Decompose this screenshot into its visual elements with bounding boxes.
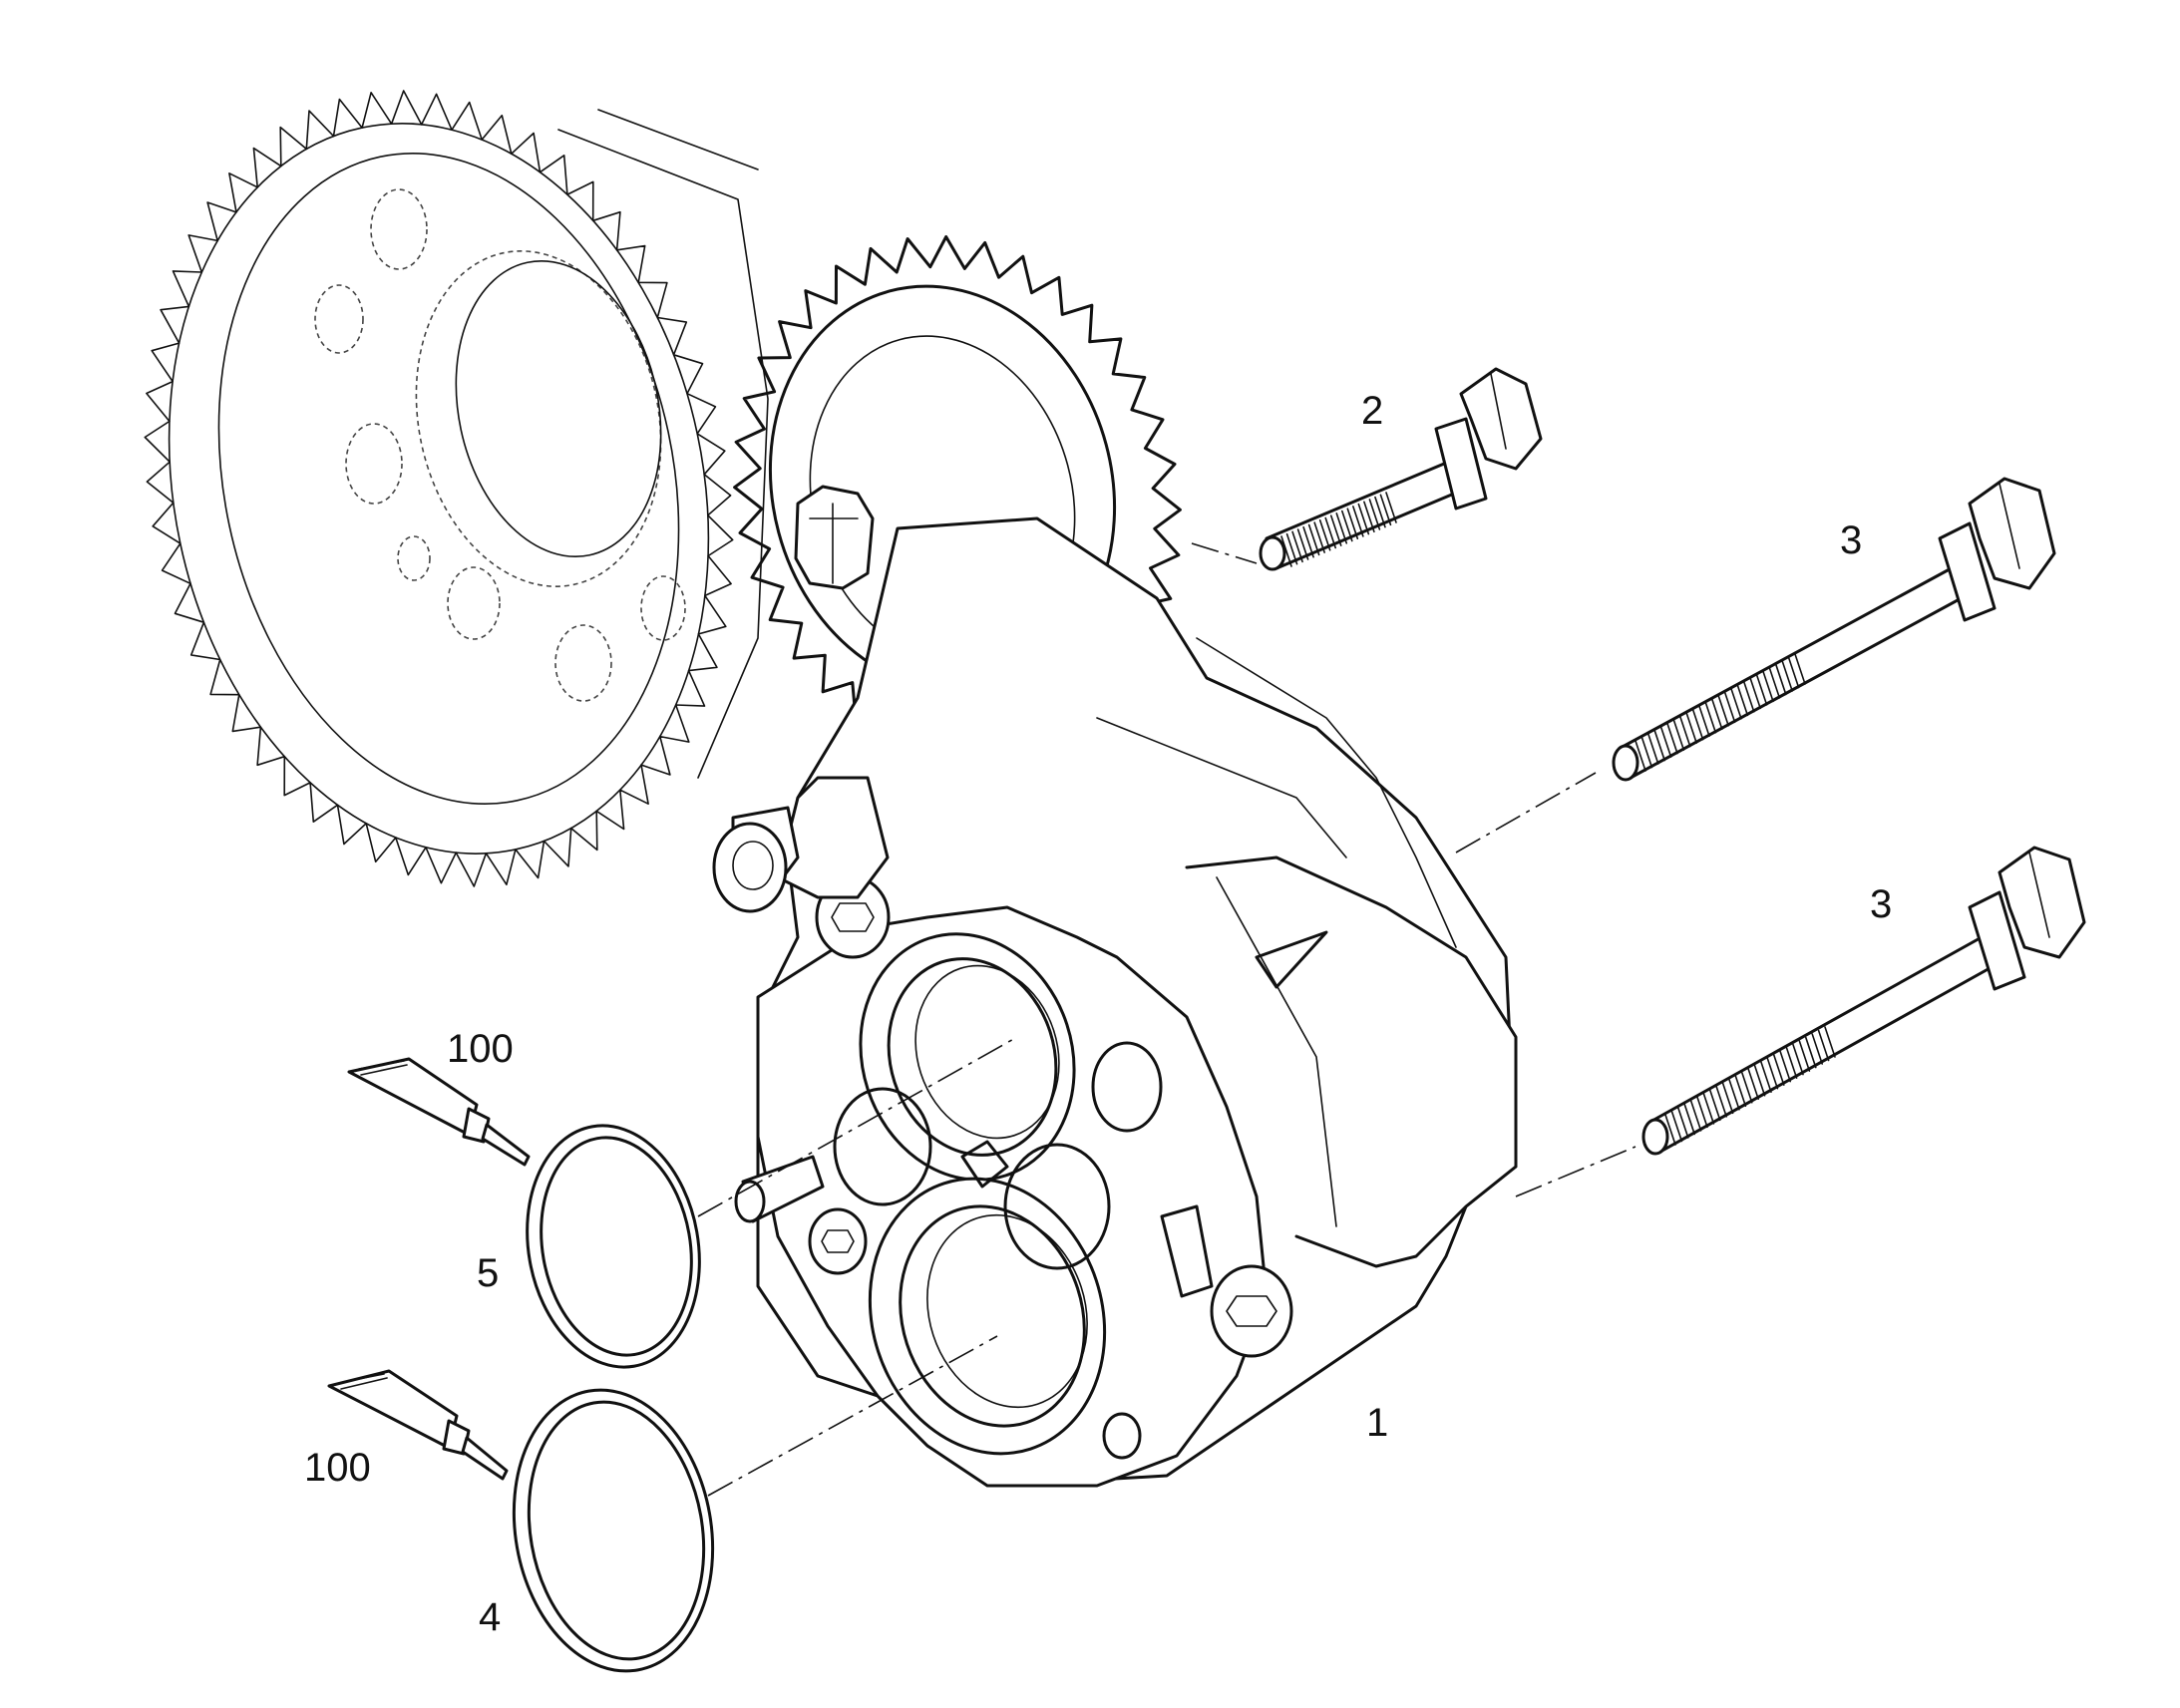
thread-line: [1368, 499, 1381, 530]
thread-line: [1335, 512, 1348, 544]
thread-line: [1672, 719, 1685, 751]
thread-line: [1704, 701, 1717, 734]
callout-3-lower: 3: [1870, 882, 1892, 926]
thread-line: [1683, 1103, 1695, 1136]
o-ring-small-icon: [526, 1124, 701, 1369]
thread-line: [1659, 726, 1672, 758]
thread-line: [1785, 1047, 1798, 1079]
callout-5: 5: [477, 1251, 499, 1295]
thread-line: [1755, 674, 1768, 706]
sealant-tube-lower-icon: [327, 1369, 509, 1481]
thread-line: [1296, 528, 1309, 560]
thread-line: [1285, 532, 1298, 565]
thread-line: [1698, 705, 1710, 738]
thread-line: [1679, 715, 1691, 748]
thread-line: [1677, 1107, 1689, 1139]
thread-line: [1696, 1096, 1708, 1129]
callout-3-upper: 3: [1840, 518, 1862, 562]
thread-line: [1715, 1086, 1727, 1118]
thread-line: [1760, 1061, 1772, 1093]
thread-line: [1689, 1100, 1702, 1132]
thread-line: [1385, 492, 1397, 523]
thread-line: [1749, 677, 1761, 710]
thread-line: [1711, 698, 1723, 731]
thread-line: [1666, 722, 1678, 755]
thread-line: [1805, 1036, 1817, 1069]
thread-line: [1766, 1057, 1779, 1090]
thread-line: [1670, 1110, 1683, 1143]
thread-line: [1318, 518, 1331, 551]
bolt-long-lower-icon: [1641, 846, 2086, 1156]
callout-2: 2: [1361, 389, 1383, 433]
thread-line: [1346, 508, 1359, 540]
thread-line: [1721, 1082, 1734, 1115]
bolt-long-upper-icon: [1612, 477, 2056, 782]
thread-line: [1379, 494, 1392, 526]
thread-line: [1794, 653, 1806, 685]
oil-pump-assembly: [712, 516, 1518, 1488]
thread-line: [1640, 736, 1653, 769]
thread-line: [1824, 1026, 1836, 1058]
thread-line: [1775, 663, 1787, 696]
thread-line: [1691, 708, 1704, 741]
thread-line: [1324, 516, 1337, 549]
thread-line: [1302, 525, 1314, 558]
thread-line: [1352, 506, 1364, 537]
thread-line: [1313, 521, 1325, 553]
thread-line: [1736, 684, 1749, 717]
thread-line: [1779, 1050, 1791, 1083]
thread-line: [1753, 1064, 1766, 1097]
idler-gear-icon: [144, 90, 769, 887]
o-ring-large-icon: [512, 1388, 715, 1673]
thread-line: [1635, 740, 1646, 772]
callout-4: 4: [479, 1595, 501, 1639]
thread-line: [1798, 1040, 1811, 1072]
thread-line: [1781, 660, 1793, 692]
bolt-short-icon: [1259, 367, 1543, 571]
thread-line: [1768, 667, 1781, 699]
center-lines: [697, 542, 1636, 1497]
thread-line: [1363, 501, 1375, 533]
thread-line: [1730, 687, 1742, 720]
thread-line: [1340, 510, 1353, 542]
callout-100-lower: 100: [304, 1446, 371, 1490]
thread-line: [1792, 1043, 1804, 1076]
thread-line: [1787, 656, 1800, 689]
thread-line: [1664, 1114, 1676, 1146]
thread-line: [1709, 1089, 1721, 1122]
thread-line: [1280, 535, 1292, 567]
callout-100-upper: 100: [447, 1027, 514, 1071]
thread-line: [1734, 1075, 1747, 1108]
thread-line: [1647, 733, 1659, 765]
thread-line: [1762, 670, 1774, 703]
thread-line: [1685, 712, 1697, 744]
thread-line: [1374, 496, 1386, 528]
thread-line: [1817, 1029, 1830, 1062]
thread-line: [1811, 1033, 1823, 1065]
thread-line: [1717, 694, 1729, 727]
thread-line: [1773, 1054, 1785, 1086]
thread-line: [1329, 514, 1342, 546]
thread-line: [1747, 1068, 1759, 1101]
thread-line: [1723, 691, 1736, 724]
thread-line: [1307, 523, 1320, 556]
thread-line: [1653, 729, 1665, 762]
thread-line: [1743, 681, 1755, 713]
thread-line: [1702, 1093, 1715, 1125]
thread-line: [1357, 503, 1370, 535]
thread-line: [1741, 1071, 1753, 1104]
sealant-tube-upper-icon: [347, 1057, 531, 1167]
callout-1: 1: [1366, 1401, 1388, 1445]
thread-line: [1291, 530, 1303, 563]
thread-line: [1728, 1079, 1740, 1111]
